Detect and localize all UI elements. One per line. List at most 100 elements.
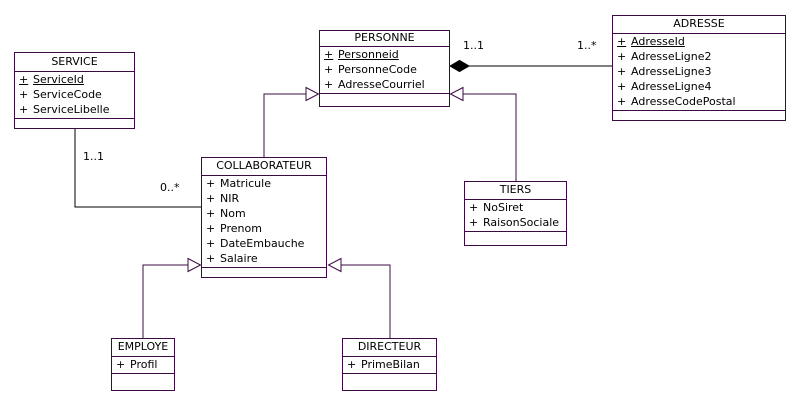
class-personne[interactable]: PERSONNE + Personneid + PersonneCode + Adre…	[319, 30, 450, 107]
class-title: COLLABORATEUR	[202, 158, 326, 176]
class-tiers[interactable]: TIERS + NoSiret + RaisonSociale	[464, 181, 567, 246]
class-adresse[interactable]: ADRESSE + AdresseId + AdresseLigne2 + Adres…	[612, 15, 786, 121]
attribute-visibility: +	[469, 201, 479, 214]
operations-compartment	[343, 373, 436, 390]
attribute-name: NIR	[220, 192, 240, 205]
composition-diamond	[449, 59, 470, 73]
attribute-visibility: +	[617, 95, 627, 108]
attribute-row: + AdresseLigne2	[617, 50, 783, 65]
generalization-arrow-tiers	[449, 86, 464, 102]
operations-compartment	[465, 231, 566, 245]
attribute-row: + RaisonSociale	[469, 216, 564, 231]
attribute-row: +ServiceCode	[19, 88, 132, 103]
attribute-visibility: +	[19, 73, 29, 86]
attribute-visibility: +	[617, 50, 627, 63]
attribute-name: AdresseId	[631, 35, 685, 48]
attribute-row: + Salaire	[206, 252, 324, 267]
class-employe[interactable]: EMPLOYE + Profil	[111, 338, 175, 391]
attribute-name: AdresseCourriel	[338, 78, 425, 91]
multiplicity-label-service-end: 1..1	[83, 150, 104, 163]
class-collaborateur[interactable]: COLLABORATEUR +Matricule +NIR +Nom +Pren…	[201, 157, 327, 278]
class-service[interactable]: SERVICE +ServiceId +ServiceCode +Service…	[14, 52, 135, 129]
multiplicity-label-collaborateur-end: 0..*	[160, 181, 180, 194]
generalization-arrow-directeur	[327, 257, 342, 273]
class-title: TIERS	[465, 182, 566, 200]
generalization-employe-collaborateur[interactable]	[142, 264, 188, 338]
attribute-row: +DateEmbauche	[206, 237, 324, 252]
attribute-list: + ServiceId +ServiceCode + ServiceLibelle	[15, 72, 134, 118]
attribute-name: Salaire	[220, 252, 258, 265]
attribute-row: + Personneid	[324, 48, 447, 63]
attribute-name: AdresseLigne4	[631, 80, 712, 93]
attribute-visibility: +	[206, 207, 216, 220]
generalization-collaborateur-personne[interactable]	[263, 93, 306, 157]
attribute-row: + AdresseCourriel	[324, 78, 447, 93]
attribute-name: PrimeBilan	[361, 358, 420, 371]
attribute-visibility: +	[206, 252, 216, 265]
operations-compartment	[202, 267, 326, 277]
attribute-row: +Prenom	[206, 222, 324, 237]
class-directeur[interactable]: DIRECTEUR + PrimeBilan	[342, 338, 437, 391]
attribute-list: + Personneid + PersonneCode + AdresseCourri…	[320, 47, 449, 93]
attribute-row: + Nom	[206, 207, 324, 222]
attribute-visibility: +	[206, 237, 216, 250]
attribute-visibility: +	[617, 80, 627, 93]
attribute-row: + PersonneCode	[324, 63, 447, 78]
multiplicity-label-adresse-end: 1..*	[577, 39, 597, 52]
multiplicity-label-personne-end: 1..1	[463, 39, 484, 52]
generalization-directeur-collaborateur[interactable]	[341, 264, 391, 338]
class-title: SERVICE	[15, 53, 134, 72]
class-title: EMPLOYE	[112, 339, 174, 357]
attribute-name: AdresseLigne2	[631, 50, 712, 63]
attribute-visibility: +	[19, 103, 29, 116]
attribute-visibility: +	[469, 216, 479, 229]
attribute-row: + ServiceLibelle	[19, 103, 132, 118]
generalization-tiers-personne[interactable]	[463, 93, 517, 181]
attribute-visibility: +	[617, 65, 627, 78]
attribute-name: Personneid	[338, 48, 399, 61]
attribute-row: + AdresseCodePostal	[617, 95, 783, 110]
attribute-row: + AdresseLigne4	[617, 80, 783, 95]
attribute-row: + NIR	[206, 192, 324, 207]
attribute-visibility: +	[324, 63, 334, 76]
association-service-collaborateur[interactable]	[74, 129, 201, 208]
attribute-row: + PrimeBilan	[347, 358, 434, 373]
attribute-row: + Matricule	[206, 177, 324, 192]
class-title: PERSONNE	[320, 31, 449, 47]
attribute-list: + Profil	[112, 357, 174, 373]
attribute-row: + AdresseId	[617, 35, 783, 50]
attribute-name: AdresseLigne3	[631, 65, 712, 78]
attribute-list: +Matricule +NIR +Nom +Prenom +DateEmbauc…	[202, 176, 326, 267]
generalization-arrow-employe	[187, 257, 202, 273]
attribute-name: Profil	[130, 358, 158, 371]
attribute-name: Prenom	[220, 222, 262, 235]
attribute-name: NoSiret	[483, 201, 524, 214]
operations-compartment	[15, 118, 134, 128]
attribute-visibility: +	[206, 192, 216, 205]
attribute-visibility: +	[116, 358, 126, 371]
operations-compartment	[320, 93, 449, 106]
attribute-name: ServiceCode	[33, 88, 102, 101]
attribute-visibility: +	[206, 177, 216, 190]
class-title: ADRESSE	[613, 16, 785, 34]
attribute-row: + AdresseLigne3	[617, 65, 783, 80]
class-title: DIRECTEUR	[343, 339, 436, 357]
attribute-visibility: +	[324, 78, 334, 91]
attribute-row: + ServiceId	[19, 73, 132, 88]
attribute-name: Nom	[220, 207, 246, 220]
attribute-visibility: +	[324, 48, 334, 61]
attribute-name: ServiceId	[33, 73, 84, 86]
attribute-visibility: +	[347, 358, 357, 371]
attribute-name: Matricule	[220, 177, 271, 190]
attribute-name: PersonneCode	[338, 63, 417, 76]
operations-compartment	[613, 110, 785, 120]
operations-compartment	[112, 373, 174, 390]
attribute-list: + PrimeBilan	[343, 357, 436, 373]
attribute-visibility: +	[617, 35, 627, 48]
attribute-name: AdresseCodePostal	[631, 95, 736, 108]
attribute-name: RaisonSociale	[483, 216, 560, 229]
attribute-name: ServiceLibelle	[33, 103, 110, 116]
attribute-row: + Profil	[116, 358, 172, 373]
